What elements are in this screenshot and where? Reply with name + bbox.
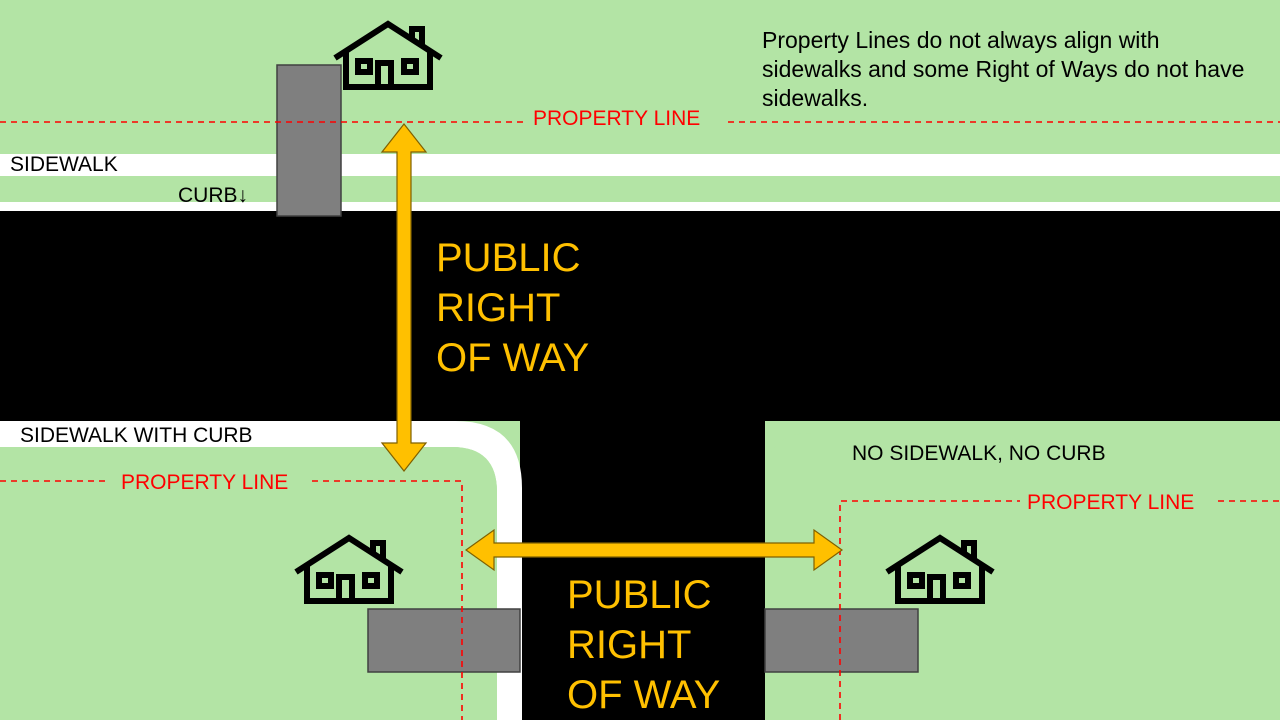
property-line-label-top: PROPERTY LINE [533, 107, 701, 130]
horizontal-row-arrow [464, 528, 844, 572]
row-bottom-line-1: PUBLIC [567, 573, 712, 617]
property-line-label-right: PROPERTY LINE [1027, 491, 1195, 514]
top-curb [0, 202, 1280, 212]
property-line-label-left: PROPERTY LINE [121, 471, 289, 494]
top-sidewalk [0, 154, 1280, 176]
sidewalk-with-curb-label: SIDEWALK WITH CURB [20, 424, 253, 447]
curb-label: CURB↓ [178, 184, 249, 207]
public-row-label-top: PUBLIC RIGHT OF WAY [436, 233, 589, 383]
row-bottom-line-3: OF WAY [567, 673, 721, 717]
driveway-bottom-left [367, 608, 521, 673]
no-sidewalk-label: NO SIDEWALK, NO CURB [852, 442, 1106, 465]
property-line-left-b [312, 480, 463, 720]
driveway-top [276, 64, 342, 217]
note-text: Property Lines do not always align with … [762, 27, 1245, 111]
vertical-row-arrow [380, 123, 428, 472]
road-vertical [520, 420, 765, 720]
lower-right-grass [765, 433, 1280, 720]
road-horizontal [0, 211, 1280, 421]
public-row-label-bottom: PUBLIC RIGHT OF WAY [567, 570, 720, 720]
row-top-line-2: RIGHT [436, 286, 561, 330]
row-top-line-3: OF WAY [436, 336, 590, 380]
row-top-line-1: PUBLIC [436, 236, 581, 280]
driveway-bottom-right [764, 608, 919, 673]
sidewalk-label: SIDEWALK [10, 153, 118, 176]
row-bottom-line-2: RIGHT [567, 623, 692, 667]
